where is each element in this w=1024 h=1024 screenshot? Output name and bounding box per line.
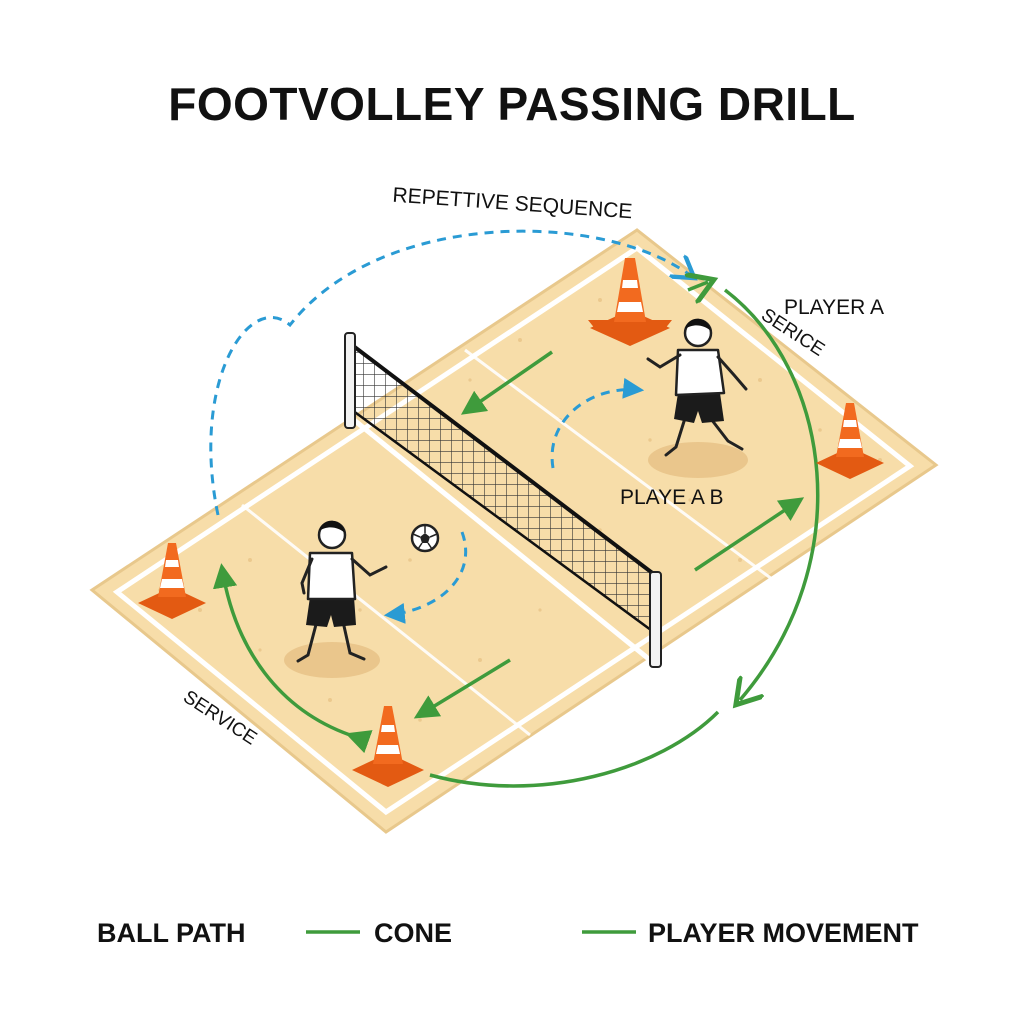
traffic-cone-icon (588, 258, 672, 346)
traffic-cone-icon (352, 706, 424, 787)
volleyball-net (344, 332, 662, 668)
movement-arrow-top-chevron (688, 282, 708, 290)
legend: BALL PATH CONE PLAYER MOVEMENT (97, 918, 919, 948)
ball-path-sequence-arc (209, 229, 690, 516)
ball-path-player-a (383, 531, 468, 624)
label-player-b: PLAYE A B (620, 486, 724, 509)
label-repetitive-sequence: REPETTIVE SEQUENCE (392, 184, 633, 224)
movement-arrow-far-net (460, 350, 553, 415)
label-player-a: PLAYER A (784, 296, 884, 319)
movement-arrow-bottom-arc (429, 710, 720, 788)
ball-path-player-b (550, 377, 645, 469)
traffic-cone-icon (816, 403, 884, 479)
player-figure-icon (284, 520, 388, 678)
player-movement-arrows (212, 282, 820, 788)
ball-path-arcs (209, 229, 690, 624)
legend-cone-label: CONE (374, 918, 452, 948)
traffic-cone-icon (138, 543, 206, 619)
movement-arrow-big-arc (723, 288, 820, 700)
diagram-title: FOOTVOLLEY PASSING DRILL (168, 78, 856, 130)
movement-arrow-right-side (694, 497, 805, 572)
movement-arrow-near-net (413, 658, 511, 719)
legend-ball-path-label: BALL PATH (97, 918, 246, 948)
legend-player-movement-label: PLAYER MOVEMENT (648, 918, 919, 948)
football-icon (410, 523, 440, 553)
beach-court (89, 228, 939, 834)
player-figure-icon (646, 318, 748, 478)
movement-arrow-left-cone (212, 563, 373, 754)
